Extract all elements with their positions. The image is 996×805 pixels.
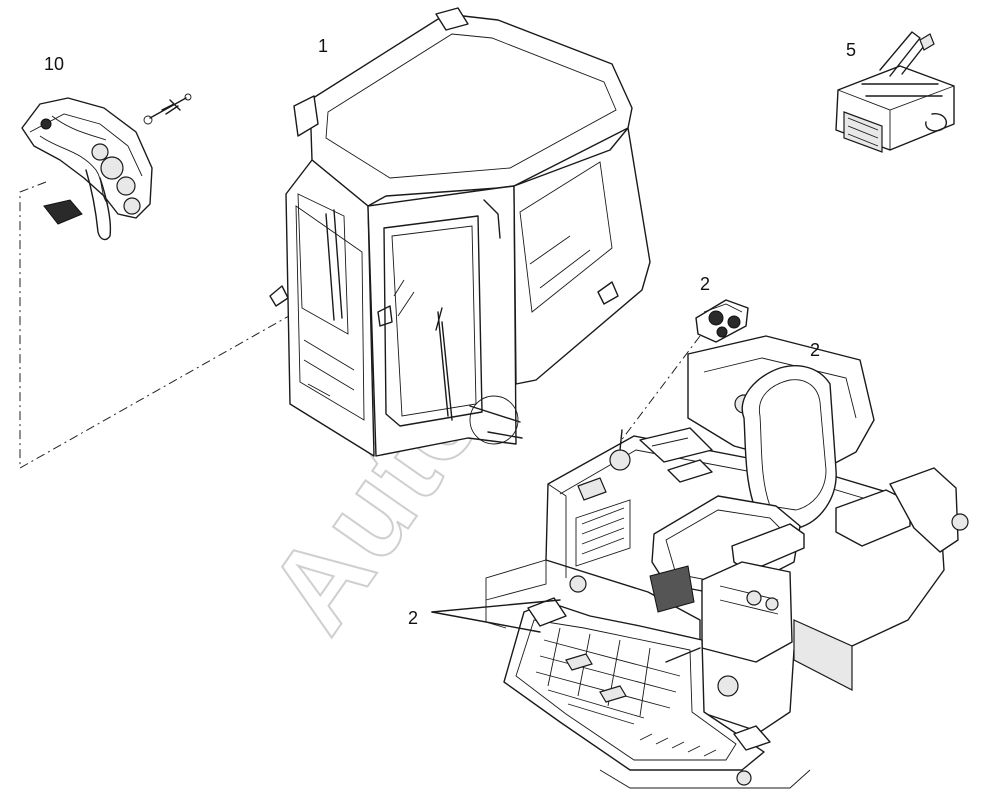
part-operator-platform[interactable] xyxy=(545,335,969,733)
callout-cab: 1 xyxy=(318,36,328,56)
part-floor-mats[interactable] xyxy=(485,559,811,789)
console-leader-line xyxy=(19,181,297,469)
callout-operator-seat: 2 xyxy=(810,340,820,360)
callout-heater-unit: 5 xyxy=(846,40,856,60)
part-cab[interactable] xyxy=(269,7,651,457)
callout-console: 10 xyxy=(44,54,64,74)
callout-switch-panel: 2 xyxy=(700,274,710,294)
part-heater-unit[interactable] xyxy=(835,31,955,153)
leader-lines xyxy=(431,599,701,663)
part-switch-panel[interactable] xyxy=(619,299,749,443)
part-console[interactable] xyxy=(21,93,192,241)
callout-floor-mats: 2 xyxy=(408,608,418,628)
